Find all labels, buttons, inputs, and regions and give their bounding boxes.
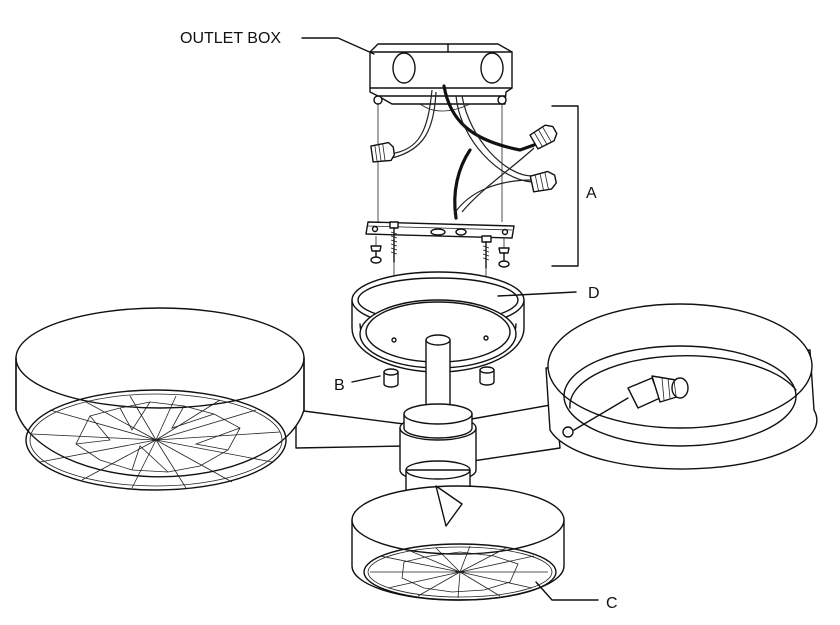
center-stem bbox=[425, 334, 451, 411]
supply-wires bbox=[389, 84, 536, 220]
canopy bbox=[351, 271, 525, 373]
label-b: B bbox=[334, 377, 345, 394]
right-arm bbox=[465, 403, 561, 463]
right-shade bbox=[545, 303, 818, 470]
cap-nuts bbox=[383, 366, 495, 388]
outlet-box bbox=[369, 43, 513, 112]
left-shade bbox=[15, 307, 305, 491]
bottom-diffuser-pattern bbox=[367, 545, 553, 599]
left-diffuser-pattern bbox=[29, 393, 283, 489]
label-d: D bbox=[588, 285, 600, 302]
left-arm bbox=[295, 409, 405, 449]
leader-lines bbox=[301, 37, 599, 601]
bottom-shade bbox=[351, 485, 565, 601]
wire-nut-connectors bbox=[370, 124, 558, 193]
mounting-strap bbox=[365, 221, 515, 239]
label-a: A bbox=[586, 185, 597, 202]
label-c: C bbox=[606, 595, 618, 612]
bulb-socket bbox=[562, 375, 689, 438]
bracket-a bbox=[551, 105, 579, 267]
label-outlet-box: OUTLET BOX bbox=[180, 30, 281, 47]
